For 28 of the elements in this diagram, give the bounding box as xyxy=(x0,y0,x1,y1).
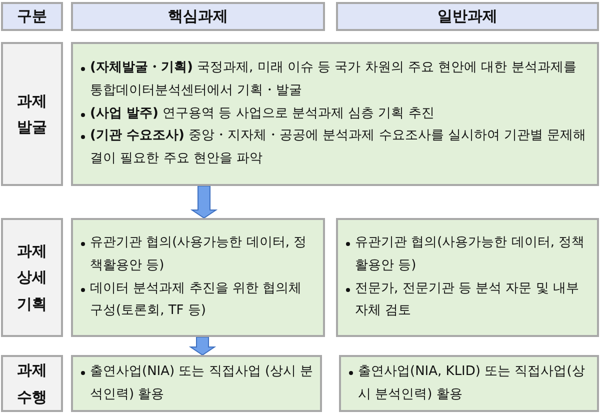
bullet-text: (사업 발주) 연구용역 등 사업으로 분석과제 심층 기획 추진 xyxy=(90,104,434,123)
bullet-text: 출연사업(NIA) 또는 직접사업 (상시 분석인력) 활용 xyxy=(90,362,314,404)
bullet-text: 출연사업(NIA, KLID) 또는 직접사업(상시 분석인력) 활용 xyxy=(358,362,586,404)
row-header xyxy=(1,355,63,412)
row-header xyxy=(1,218,63,337)
content-box xyxy=(71,42,599,186)
row-header xyxy=(1,42,63,186)
bullet-text: 유관기관 협의(사용가능한 데이터, 정책활용안 등) xyxy=(90,234,308,275)
bullet-text: 전문가, 전문기관 등 분석 자문 및 내부 자체 검토 xyxy=(355,280,580,320)
bullet-text: 데이터 분석과제 추진을 위한 협의체 구성(토론회, TF 등) xyxy=(90,280,303,320)
block-arrow xyxy=(190,186,218,219)
content-box xyxy=(339,355,599,412)
header-text: 일반과제 xyxy=(438,7,498,26)
column-header xyxy=(336,2,599,31)
bullet-text: 유관기관 협의(사용가능한 데이터, 정책활용안 등) xyxy=(355,234,586,275)
block-arrow xyxy=(188,336,216,356)
row-label: 과제 상세 기획 xyxy=(16,241,48,315)
content-box xyxy=(71,218,325,337)
header-text: 핵심과제 xyxy=(168,7,228,26)
bullet-text: (기관 수요조사) 중앙・지자체・공공에 분석과제 수요조사를 실시하여 기관별 문제해결이 필요한 주요 현안을 파악 xyxy=(90,127,588,168)
header-text: 구분 xyxy=(17,7,47,26)
row-label: 과제 수행 xyxy=(16,360,48,408)
bullet-text: (자체발굴・기획) 국정과제, 미래 이슈 등 국가 차원의 주요 현안에 대한 분석과제를 통합데이터분석센터에서 기획・발굴 xyxy=(90,59,578,100)
column-header xyxy=(1,2,63,31)
content-box xyxy=(336,218,599,337)
row-label: 과제 발굴 xyxy=(16,90,48,138)
column-header xyxy=(71,2,325,31)
content-box xyxy=(71,355,322,412)
